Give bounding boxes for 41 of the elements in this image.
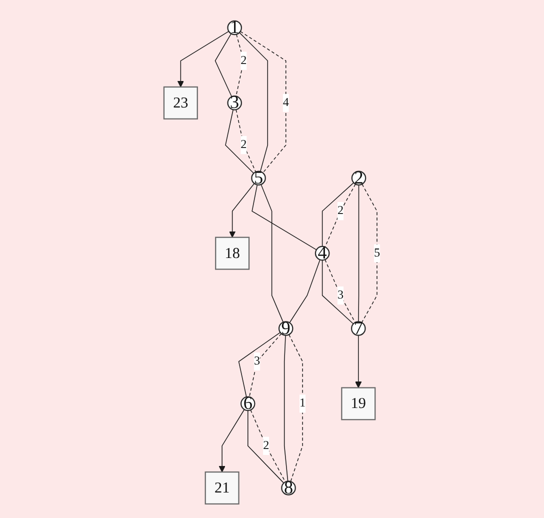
number-box: 23: [163, 86, 198, 120]
edge-label: 3: [254, 352, 260, 371]
number-box: 21: [204, 471, 240, 504]
edge-label: 2: [240, 136, 247, 154]
dashed-line: [248, 333, 282, 398]
connector-line: [289, 259, 320, 324]
connector-line: [225, 109, 254, 174]
arrow: [218, 409, 245, 472]
number-circle: 9: [278, 318, 294, 338]
dashed-line: [361, 184, 378, 323]
connector-line: [260, 184, 284, 323]
arrow: [355, 334, 362, 388]
number-circle: 2: [351, 168, 366, 188]
connector-line: [238, 332, 281, 398]
edge-label: 5: [374, 244, 380, 262]
dashed-line: [236, 34, 244, 97]
connector-line: [214, 33, 232, 98]
number-circle: 6: [240, 394, 256, 414]
edge-label: 3: [338, 286, 344, 305]
edge-label: 2: [338, 202, 344, 220]
connector-line: [358, 184, 360, 322]
dashed-line: [240, 31, 286, 174]
edge-label: 1: [300, 394, 306, 413]
edge-label: 2: [263, 436, 270, 455]
edge-label: 4: [282, 94, 289, 112]
number-circle: 7: [350, 318, 366, 338]
number-circle: 1: [227, 18, 242, 38]
connector-line: [239, 32, 268, 172]
edge-label: 2: [240, 52, 247, 70]
connector-line: [252, 184, 317, 250]
arrow: [177, 30, 230, 88]
dashed-line: [288, 334, 303, 482]
number-circle: 3: [227, 93, 242, 113]
number-circle: 5: [251, 168, 266, 188]
number-box: 18: [215, 236, 250, 270]
arrow: [228, 183, 255, 238]
number-circle: 4: [314, 243, 330, 264]
number-box: 19: [341, 387, 376, 420]
dashed-line: [236, 109, 256, 172]
connector-line: [284, 334, 288, 482]
number-circle: 8: [281, 478, 296, 498]
